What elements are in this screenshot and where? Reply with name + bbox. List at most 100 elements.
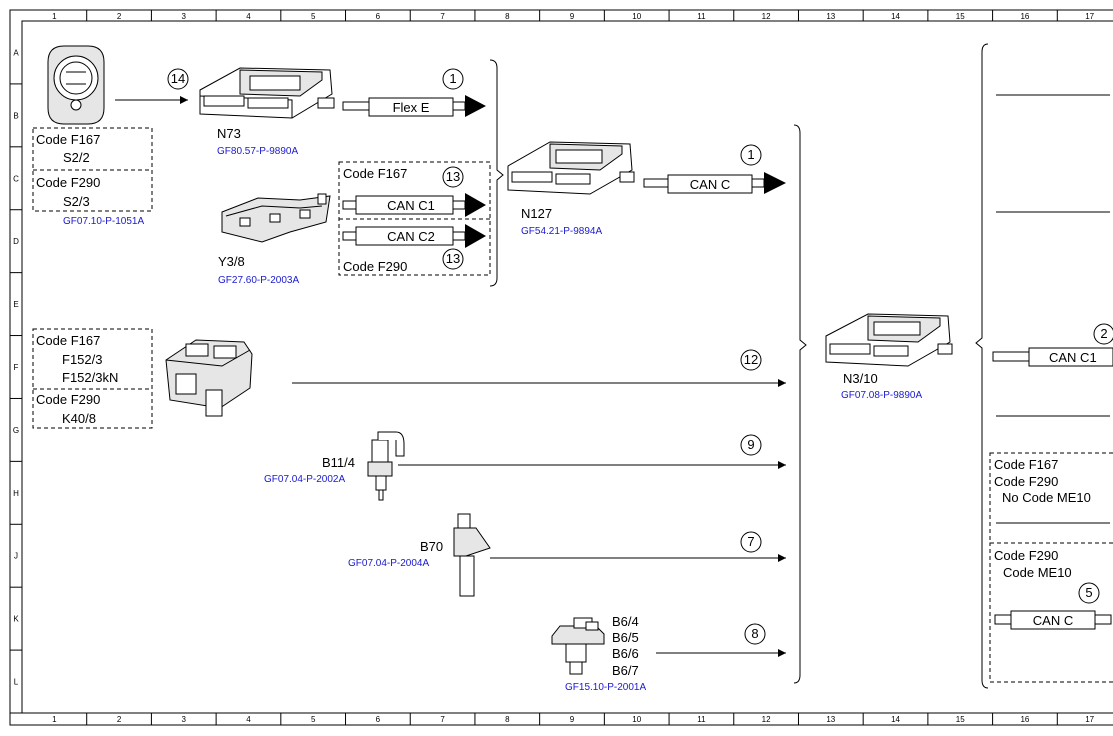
f152-code2: Code F290 <box>36 392 100 407</box>
can-c1-right-box <box>1028 347 1113 367</box>
grid-column-label: 14 <box>891 715 900 724</box>
right-a-line3: No Code ME10 <box>1002 490 1091 505</box>
grid-column-label: 16 <box>1020 715 1029 724</box>
can-c-right-label: CAN C <box>1033 613 1073 628</box>
code-box-f152 <box>32 328 153 429</box>
grid-column-label: 10 <box>632 12 641 21</box>
grid-column-label: 12 <box>762 12 771 21</box>
marker-5: 5 <box>1085 585 1092 600</box>
camshaft-sensor-icon <box>551 617 605 675</box>
grid-column-label: 16 <box>1020 12 1029 21</box>
grid-row-label: K <box>13 615 19 624</box>
grid-column-label: 13 <box>826 715 835 724</box>
s2-code1: Code F167 <box>36 132 100 147</box>
b64-label: B6/4 <box>612 614 639 629</box>
grid-column-label: 9 <box>570 12 575 21</box>
b67-label: B6/7 <box>612 663 639 678</box>
marker-12: 12 <box>744 352 758 367</box>
can-c2-label: CAN C2 <box>387 229 435 244</box>
marker-9: 9 <box>747 437 754 452</box>
marker-1b: 1 <box>747 147 754 162</box>
grid-column-label: 8 <box>505 715 510 724</box>
right-b-line1: Code F290 <box>994 548 1058 563</box>
grid-column-label: 2 <box>117 12 122 21</box>
marker-14: 14 <box>171 71 185 86</box>
grid-column-label: 1 <box>52 715 57 724</box>
grid-column-label: 15 <box>956 715 965 724</box>
grid-column-label: 17 <box>1085 715 1094 724</box>
grid-column-label: 4 <box>246 715 251 724</box>
grid-column-label: 4 <box>246 12 251 21</box>
right-a-line2: Code F290 <box>994 474 1058 489</box>
y38-label: Y3/8 <box>218 254 245 269</box>
grid-column-label: 17 <box>1085 12 1094 21</box>
b70-ref: GF07.04-P-2004A <box>348 558 429 569</box>
grid-column-label: 8 <box>505 12 510 21</box>
s2-value1: S2/2 <box>63 150 90 165</box>
b6-ref: GF15.10-P-2001A <box>565 682 646 693</box>
code-box-right-b <box>989 542 1113 683</box>
right-a-line1: Code F167 <box>994 457 1058 472</box>
marker-13a: 13 <box>446 169 460 184</box>
marker-8: 8 <box>751 626 758 641</box>
can-c-label: CAN C <box>690 177 730 192</box>
b114-ref: GF07.04-P-2002A <box>264 474 345 485</box>
grid-row-label: D <box>13 237 19 246</box>
can-c1-right-label: CAN C1 <box>1049 350 1097 365</box>
n127-module-icon <box>507 141 635 195</box>
can-code2: Code F290 <box>343 259 407 274</box>
n73-label: N73 <box>217 126 241 141</box>
marker-13b: 13 <box>446 251 460 266</box>
marker-2: 2 <box>1100 326 1107 341</box>
grid-column-label: 7 <box>440 715 445 724</box>
n127-label: N127 <box>521 206 552 221</box>
grid-frame: 1122334455667788991010111112121313141415… <box>9 9 1113 726</box>
grid-column-label: 5 <box>311 12 316 21</box>
grid-row-label: L <box>14 678 19 687</box>
grid-row-label: G <box>13 426 19 435</box>
n310-ref: GF07.08-P-9890A <box>841 390 922 401</box>
n310-label: N3/10 <box>843 371 878 386</box>
grid-column-label: 15 <box>956 12 965 21</box>
b66-label: B6/6 <box>612 646 639 661</box>
crankshaft-sensor-icon <box>453 513 491 597</box>
y38-valve-body-icon <box>221 193 331 243</box>
grid-column-label: 3 <box>182 715 187 724</box>
grid-column-label: 14 <box>891 12 900 21</box>
s2-ref: GF07.10-P-1051A <box>63 216 144 227</box>
f152-value1b: F152/3kN <box>62 370 118 385</box>
code-box-right-a <box>989 452 1113 544</box>
f152-code1: Code F167 <box>36 333 100 348</box>
grid-row-label: F <box>14 363 19 372</box>
grid-row-label: H <box>13 489 19 498</box>
grid-column-label: 6 <box>376 12 381 21</box>
n310-module-icon <box>825 313 953 367</box>
n127-ref: GF54.21-P-9894A <box>521 226 602 237</box>
grid-column-label: 1 <box>52 12 57 21</box>
grid-column-label: 5 <box>311 715 316 724</box>
b70-label: B70 <box>420 539 443 554</box>
s2-code2: Code F290 <box>36 175 100 190</box>
grid-column-label: 9 <box>570 715 575 724</box>
b65-label: B6/5 <box>612 630 639 645</box>
b114-label: B11/4 <box>322 455 355 470</box>
marker-circle <box>167 68 189 90</box>
grid-row-label: B <box>13 111 18 120</box>
grid-column-label: 2 <box>117 715 122 724</box>
f152-value2: K40/8 <box>62 411 96 426</box>
grid-column-label: 11 <box>697 12 706 21</box>
grid-row-label: C <box>13 174 19 183</box>
grid-column-label: 13 <box>826 12 835 21</box>
grid-column-label: 12 <box>762 715 771 724</box>
temperature-sensor-icon <box>367 431 405 501</box>
grid-row-label: E <box>13 300 18 309</box>
bus-braces <box>489 43 989 689</box>
grid-row-label: A <box>13 48 19 57</box>
ignition-switch-icon <box>47 45 105 125</box>
s2-value2: S2/3 <box>63 194 90 209</box>
grid-column-label: 11 <box>697 715 706 724</box>
flex-e-label: Flex E <box>393 100 430 115</box>
right-b-line2: Code ME10 <box>1003 565 1072 580</box>
